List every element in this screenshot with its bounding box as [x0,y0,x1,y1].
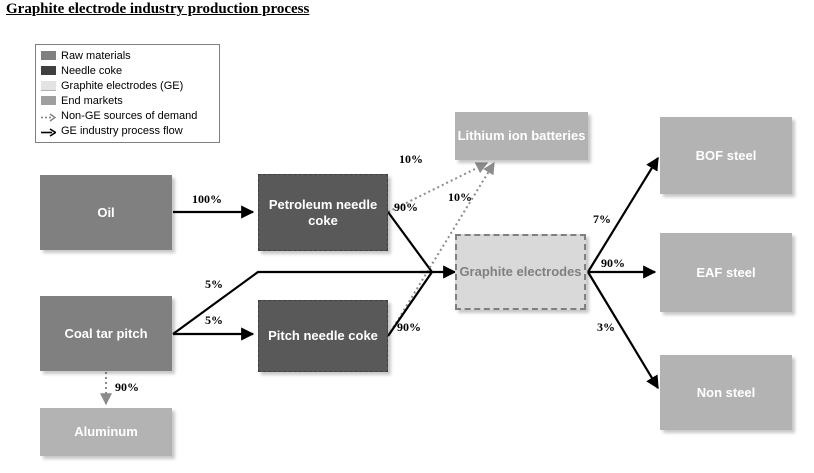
square-swatch-icon [41,66,56,75]
edge-label-pitch-needle-coke-to-graphite-electrodes: 90% [397,320,421,334]
node-oil[interactable]: Oil [40,175,172,250]
node-pitch-needle-coke[interactable]: Pitch needle coke [258,300,388,372]
square-swatch-icon [41,51,56,60]
legend: Raw materials Needle coke Graphite elect… [35,44,220,143]
edge-label-coaltarpitch-to-aluminum: 90% [115,380,139,394]
edge-label-coaltarpitch-to-graphite-electrodes: 5% [205,277,223,291]
legend-item-non-ge-sources: Non-GE sources of demand [41,108,215,123]
node-label: Petroleum needle coke [268,196,378,228]
legend-item-label: Non-GE sources of demand [61,109,198,122]
legend-item-label: GE industry process flow [61,124,183,137]
dotted-arrow-icon [41,110,57,122]
edge-label-pitch-needle-coke-to-lithium-ion-batteries: 10% [448,190,472,204]
node-coal-tar-pitch[interactable]: Coal tar pitch [40,296,172,371]
node-bof-steel[interactable]: BOF steel [660,117,792,194]
edge-petroleum-needle-coke-to-graphite-electrodes [387,211,433,273]
legend-item-label: Needle coke [61,64,123,77]
edge-label-oil-to-petroleum-needle-coke: 100% [192,192,222,206]
edge-label-graphite-electrodes-to-eaf-steel: 90% [601,256,625,270]
legend-item-ge-process-flow: GE industry process flow [41,123,215,138]
legend-item-raw-materials: Raw materials [41,48,215,63]
edge-label-petroleum-needle-coke-to-lithium-ion-batteries: 10% [399,152,423,166]
legend-item-graphite-electrodes: Graphite electrodes (GE) [41,78,215,93]
node-label: Graphite electrodes [459,264,582,279]
node-eaf-steel[interactable]: EAF steel [660,233,792,312]
edge-label-coaltarpitch-to-pitch-needle-coke: 5% [205,313,223,327]
node-graphite-electrodes[interactable]: Graphite electrodes [455,234,586,310]
node-label: Non steel [696,384,756,400]
node-label: BOF steel [695,147,757,163]
node-label: Coal tar pitch [64,325,148,341]
solid-arrow-icon [41,125,57,137]
edge-label-graphite-electrodes-to-non-steel: 3% [597,320,615,334]
legend-item-label: End markets [61,94,123,107]
page-title: Graphite electrode industry production p… [6,1,310,17]
node-label: EAF steel [696,264,756,280]
legend-item-needle-coke: Needle coke [41,63,215,78]
edge-label-petroleum-needle-coke-to-graphite-electrodes: 90% [394,200,418,214]
legend-item-label: Raw materials [61,49,131,62]
legend-item-label: Graphite electrodes (GE) [61,79,184,92]
node-label: Lithium ion batteries [457,128,586,143]
node-non-steel[interactable]: Non steel [660,355,792,430]
square-swatch-icon [41,96,56,105]
square-swatch-icon [41,80,56,91]
node-aluminum[interactable]: Aluminum [40,408,172,456]
edge-label-graphite-electrodes-to-bof-steel: 7% [593,212,611,226]
node-petroleum-needle-coke[interactable]: Petroleum needle coke [258,174,388,251]
node-label: Oil [97,204,115,220]
node-label: Aluminum [74,424,138,439]
node-lithium-ion-batteries[interactable]: Lithium ion batteries [455,112,588,160]
legend-item-end-markets: End markets [41,93,215,108]
node-label: Pitch needle coke [268,328,378,343]
